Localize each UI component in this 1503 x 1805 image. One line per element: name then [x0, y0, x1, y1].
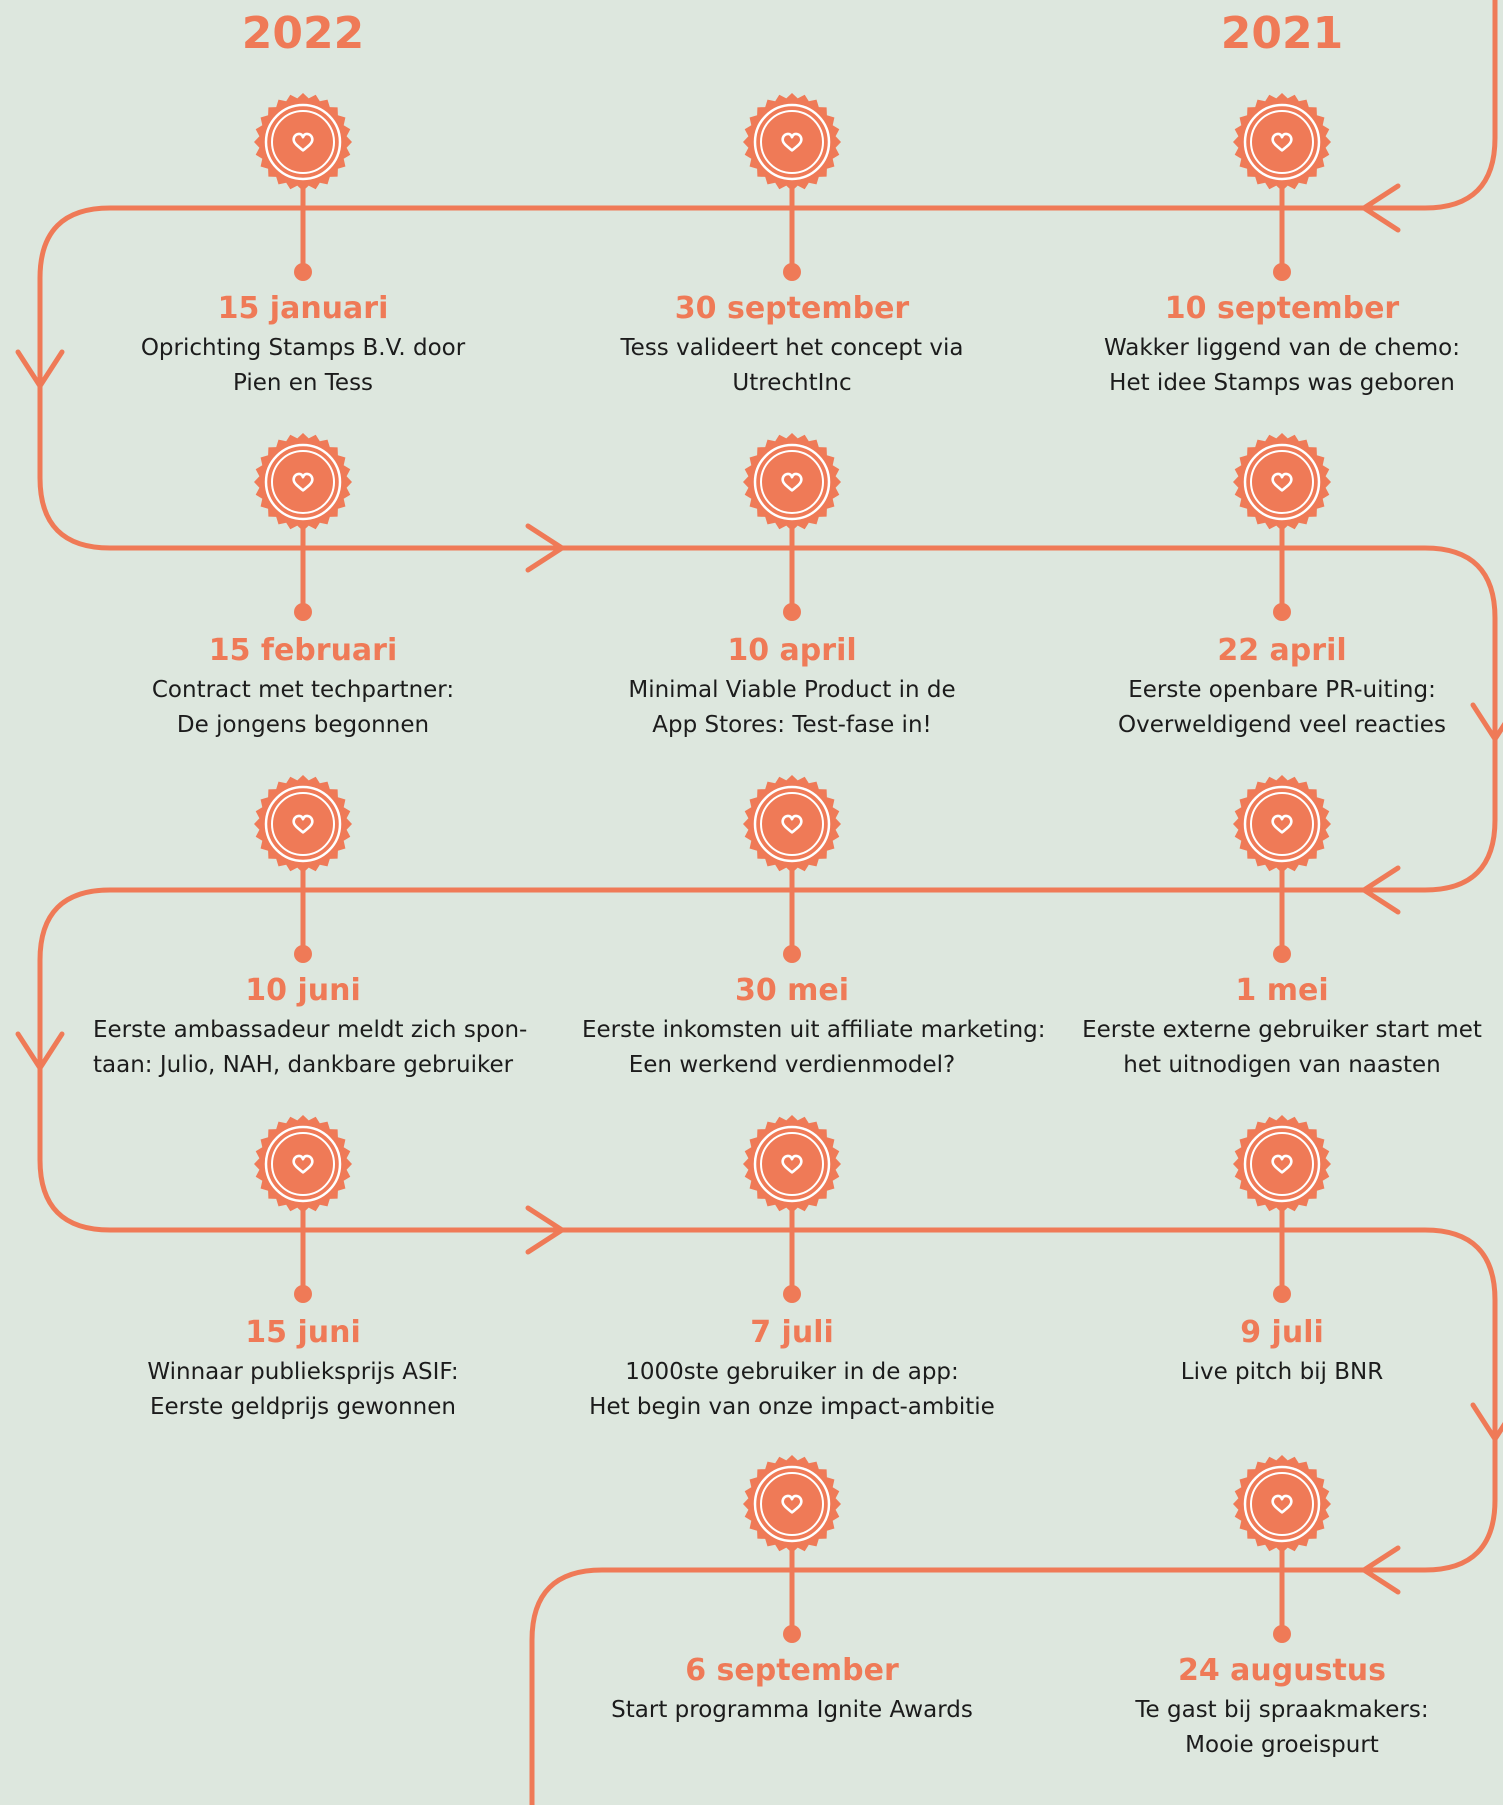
milestone-heart-icon: [1233, 93, 1331, 281]
timeline-event: 15 februari Contract met techpartner: De…: [93, 633, 513, 743]
milestone-heart-icon: [743, 433, 841, 621]
event-description: Het idee Stamps was geboren: [1109, 369, 1455, 396]
event-date: 6 september: [685, 1653, 899, 1688]
milestone-heart-icon: [1233, 1115, 1331, 1303]
event-description: Wakker liggend van de chemo:: [1104, 334, 1460, 361]
milestone-heart-icon: [254, 775, 352, 963]
flow-arrow-icon: [1470, 1402, 1503, 1442]
event-date: 30 september: [674, 291, 910, 326]
timeline-event: 10 september Wakker liggend van de chemo…: [1072, 291, 1492, 401]
milestone-heart-icon: [1233, 1455, 1331, 1643]
event-date: 15 februari: [208, 633, 398, 668]
flow-arrow-icon: [15, 349, 65, 389]
timeline-event: 6 september Start programma Ignite Award…: [582, 1653, 1002, 1728]
event-date: 10 april: [727, 633, 857, 668]
event-description: taan: Julio, NAH, dankbare gebruiker: [93, 1051, 514, 1078]
event-description: Oprichting Stamps B.V. door: [140, 334, 466, 361]
timeline-event: 1 mei Eerste externe gebruiker start met…: [1072, 973, 1492, 1083]
flow-arrow-icon: [1470, 702, 1503, 742]
timeline-event: 7 juli 1000ste gebruiker in de app: Het …: [582, 1315, 1002, 1425]
milestone-heart-icon: [254, 93, 352, 281]
event-description: Minimal Viable Product in de: [628, 676, 956, 703]
timeline-event: 30 september Tess valideert het concept …: [582, 291, 1002, 401]
timeline-event: 15 juni Winnaar publieksprijs ASIF: Eers…: [93, 1315, 513, 1425]
event-date: 22 april: [1217, 633, 1347, 668]
event-description: Te gast bij spraakmakers:: [1135, 1696, 1429, 1723]
event-description: Eerste geldprijs gewonnen: [150, 1393, 456, 1420]
event-description: Eerste ambassadeur meldt zich spon-: [93, 1016, 528, 1043]
event-description: Eerste inkomsten uit affiliate marketing…: [582, 1016, 1046, 1043]
event-description: Tess valideert het concept via: [620, 334, 964, 361]
event-description: App Stores: Test-fase in!: [652, 711, 932, 738]
flow-arrow-icon: [525, 523, 565, 573]
timeline-event: 10 april Minimal Viable Product in de Ap…: [582, 633, 1002, 743]
event-date: 7 juli: [750, 1315, 834, 1350]
year-label-2021: 2021: [1220, 8, 1344, 59]
milestone-heart-icon: [743, 775, 841, 963]
flow-arrow-icon: [525, 1205, 565, 1255]
event-date: 9 juli: [1240, 1315, 1324, 1350]
event-description: Winnaar publieksprijs ASIF:: [147, 1358, 459, 1385]
flow-arrow-icon: [1361, 183, 1401, 233]
year-label-2022: 2022: [241, 8, 365, 59]
event-description: Contract met techpartner:: [151, 676, 455, 703]
flow-arrow-icon: [1361, 865, 1401, 915]
event-date: 10 september: [1164, 291, 1400, 326]
milestone-heart-icon: [743, 1455, 841, 1643]
event-date: 24 augustus: [1177, 1653, 1387, 1688]
milestone-heart-icon: [743, 93, 841, 281]
event-description: De jongens begonnen: [176, 711, 430, 738]
event-description: Start programma Ignite Awards: [611, 1696, 973, 1723]
event-description: Eerste openbare PR-uiting:: [1128, 676, 1436, 703]
timeline-event: 9 juli Live pitch bij BNR: [1072, 1315, 1492, 1390]
milestone-heart-icon: [743, 1115, 841, 1303]
event-description: Live pitch bij BNR: [1180, 1358, 1384, 1385]
milestone-heart-icon: [1233, 433, 1331, 621]
event-description: het uitnodigen van naasten: [1123, 1051, 1441, 1078]
milestone-heart-icon: [254, 433, 352, 621]
timeline-event: 24 augustus Te gast bij spraakmakers: Mo…: [1072, 1653, 1492, 1763]
event-description: 1000ste gebruiker in de app:: [625, 1358, 959, 1385]
event-description: Het begin van onze impact-ambitie: [589, 1393, 995, 1420]
event-date: 30 mei: [734, 973, 850, 1008]
milestone-heart-icon: [254, 1115, 352, 1303]
event-description: UtrechtInc: [732, 369, 852, 396]
timeline-event: 10 juni Eerste ambassadeur meldt zich sp…: [93, 973, 528, 1083]
flow-arrow-icon: [15, 1031, 65, 1071]
event-description: Mooie groeispurt: [1185, 1731, 1379, 1758]
flow-arrow-icon: [1361, 1545, 1401, 1595]
event-date: 15 juni: [245, 1315, 361, 1350]
event-description: Eerste externe gebruiker start met: [1082, 1016, 1482, 1043]
milestone-heart-icon: [1233, 775, 1331, 963]
event-date: 1 mei: [1235, 973, 1329, 1008]
event-date: 15 januari: [217, 291, 389, 326]
timeline-path: [37, 0, 1498, 1805]
timeline-event: 22 april Eerste openbare PR-uiting: Over…: [1072, 633, 1492, 743]
event-description: Overweldigend veel reacties: [1118, 711, 1446, 738]
event-date: 10 juni: [245, 973, 361, 1008]
timeline-event: 30 mei Eerste inkomsten uit affiliate ma…: [582, 973, 1046, 1083]
event-description: Een werkend verdienmodel?: [628, 1051, 956, 1078]
timeline-event: 15 januari Oprichting Stamps B.V. door P…: [93, 291, 513, 401]
event-description: Pien en Tess: [232, 369, 374, 396]
